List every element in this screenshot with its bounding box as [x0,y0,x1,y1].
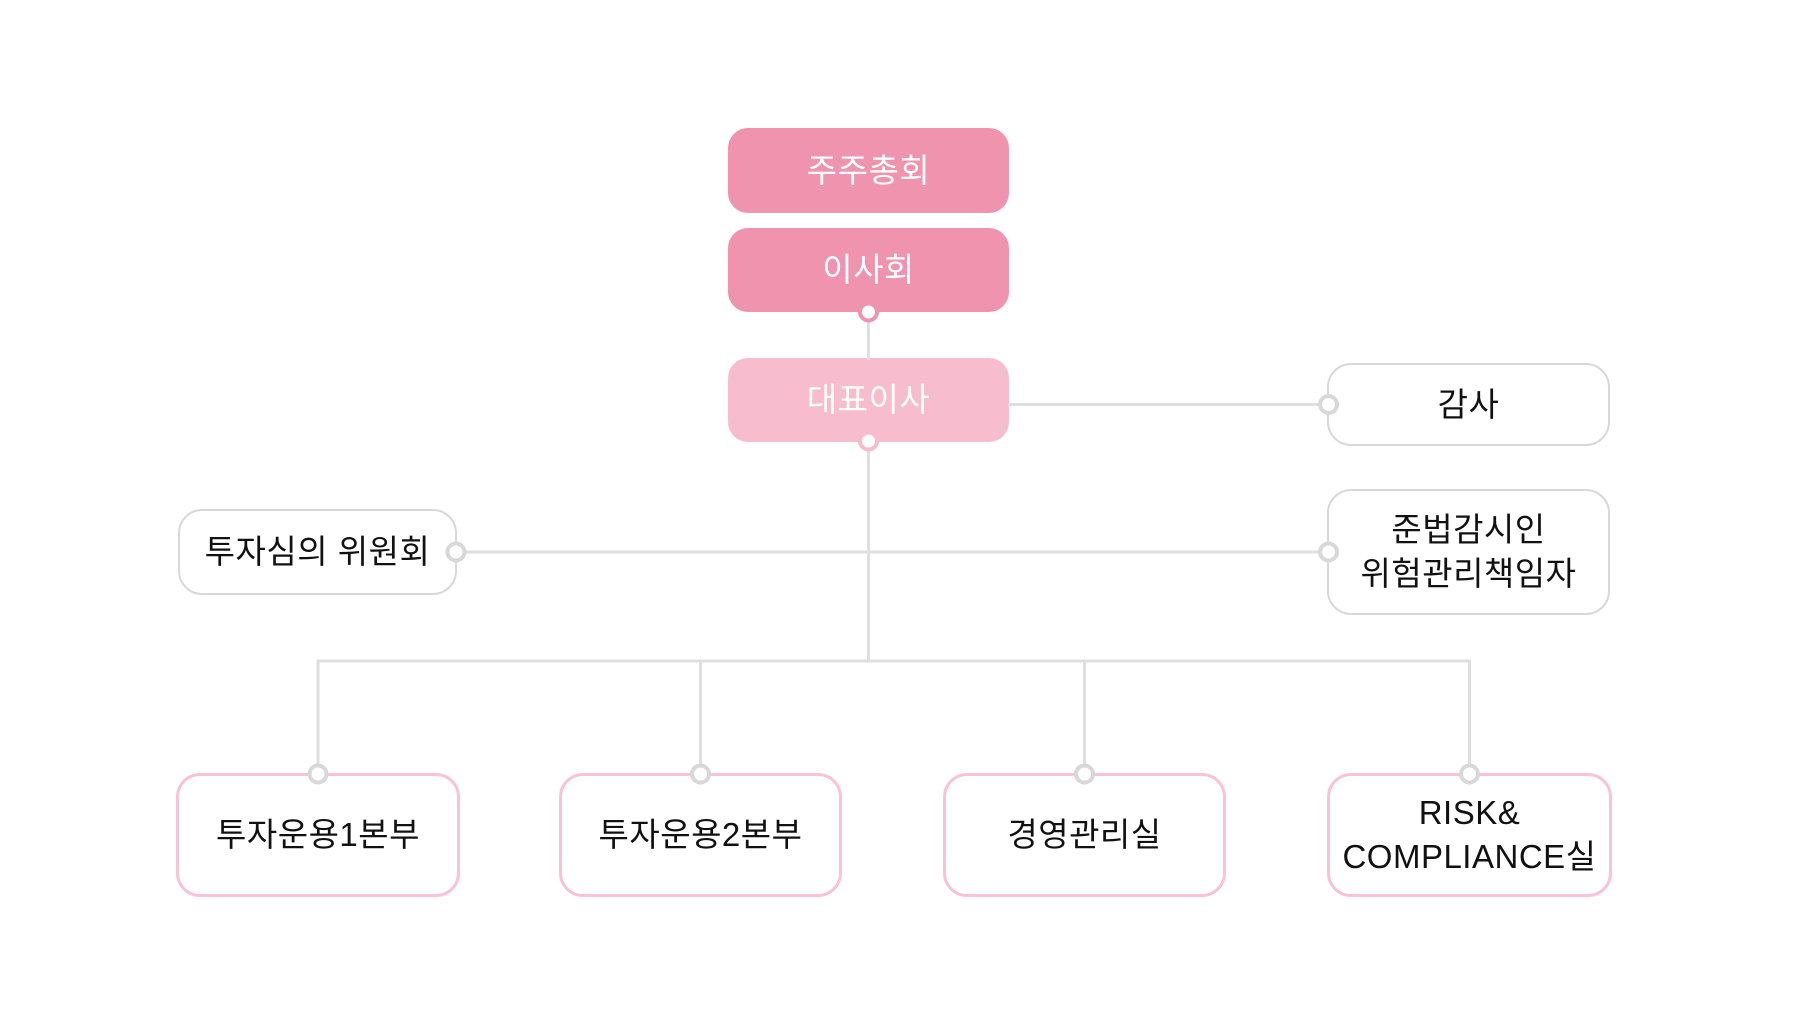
node-label: 이사회 [822,251,915,289]
node-management-office: 경영관리실 [943,773,1226,897]
node-board-of-directors: 이사회 [728,228,1009,312]
node-label: 준법감시인 위험관리책임자 [1360,511,1577,592]
node-label: 투자운용1본부 [215,816,420,854]
node-investment-division-1: 투자운용1본부 [176,773,460,897]
node-ceo: 대표이사 [728,358,1009,442]
connector-distribution [316,659,1471,776]
node-risk-compliance-office: RISK& COMPLIANCE실 [1327,773,1612,897]
node-shareholders-meeting: 주주총회 [728,128,1009,213]
node-label: 경영관리실 [1007,816,1162,854]
node-investment-division-2: 투자운용2본부 [559,773,842,897]
node-label: 주주총회 [806,151,931,189]
node-compliance-risk-officer: 준법감시인 위험관리책임자 [1327,489,1610,615]
node-label: RISK& COMPLIANCE실 [1342,794,1597,875]
node-investment-review-committee: 투자심의 위원회 [178,509,457,595]
node-label: 감사 [1437,385,1500,423]
node-label: 대표이사 [806,381,931,419]
node-label: 투자운용2본부 [598,816,803,854]
node-label: 투자심의 위원회 [204,533,431,571]
node-auditor: 감사 [1327,363,1610,446]
